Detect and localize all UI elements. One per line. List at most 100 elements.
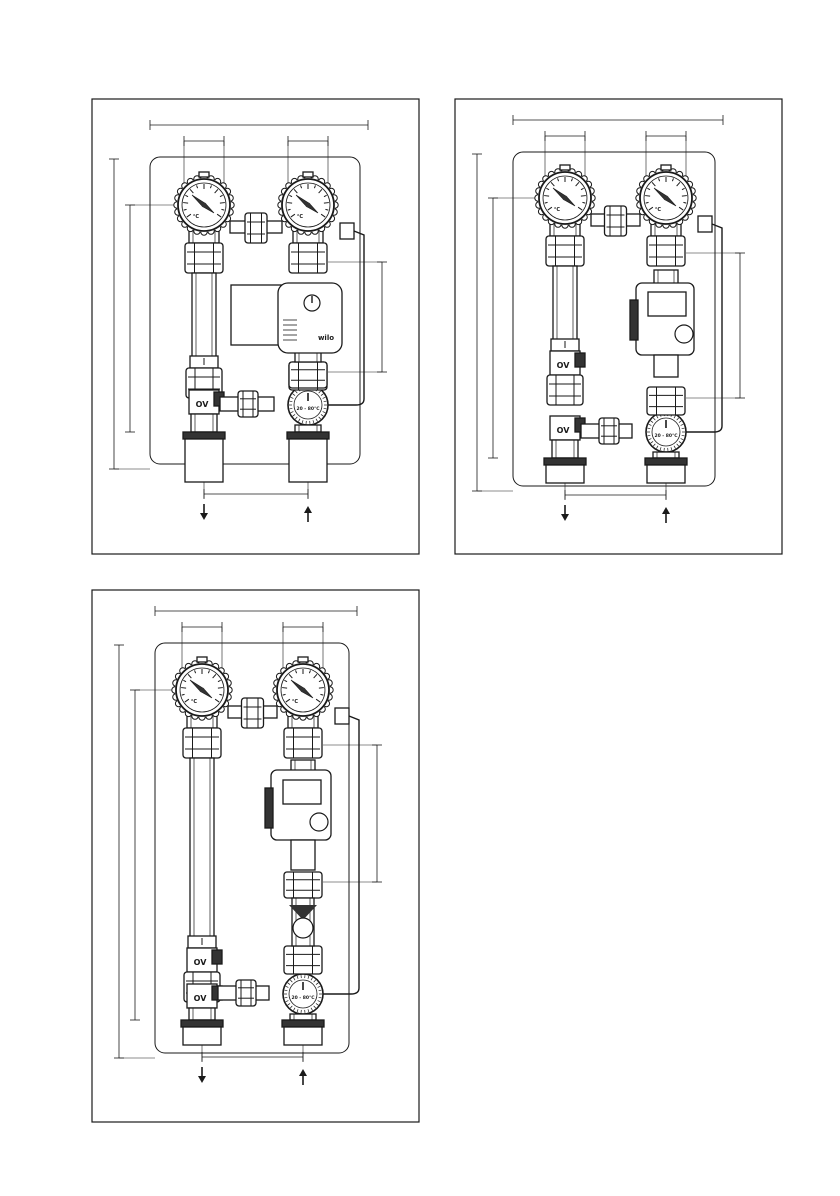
gauge-tick bbox=[183, 203, 188, 204]
sensor-fitting bbox=[335, 708, 349, 724]
union-body bbox=[242, 698, 264, 728]
pump-volute bbox=[654, 355, 678, 377]
end-cap-body bbox=[185, 439, 223, 482]
cross-union bbox=[245, 213, 267, 243]
ov-label: OV bbox=[194, 958, 208, 967]
left-outlet bbox=[181, 1020, 223, 1045]
left-upper-union bbox=[183, 728, 221, 758]
gauge-tick bbox=[220, 203, 225, 204]
left-pipe bbox=[190, 758, 214, 948]
right-outlet bbox=[282, 1020, 324, 1045]
end-cap-top bbox=[645, 458, 687, 465]
mixing-valve: 20 - 80°C bbox=[646, 412, 686, 452]
end-cap-body bbox=[647, 465, 685, 483]
gauge-tick bbox=[325, 209, 328, 210]
right-upper-union bbox=[284, 728, 322, 758]
mixer-scale-label: 20 - 80°C bbox=[654, 433, 678, 439]
panel-2-drawing: OV OV 20 - 80°C °C °C bbox=[472, 115, 745, 523]
dim-overall-height bbox=[114, 645, 124, 1058]
dim-overall-width bbox=[155, 606, 357, 616]
flow-arrow-out bbox=[561, 505, 569, 521]
right-upper-union bbox=[289, 243, 327, 273]
left-ov-valve: OV bbox=[189, 390, 224, 414]
left-ov-valve: OV bbox=[550, 416, 585, 440]
flow-arrow-in bbox=[662, 507, 670, 523]
gauge-unit-label: °C bbox=[292, 699, 299, 705]
ov-label: OV bbox=[194, 994, 208, 1003]
right-outlet bbox=[645, 458, 687, 483]
union-body bbox=[284, 728, 322, 758]
union-body bbox=[183, 728, 221, 758]
gauge-top-tab bbox=[298, 657, 308, 662]
gauge-tick bbox=[288, 209, 291, 210]
union-body bbox=[185, 243, 223, 273]
dim-connection-spacing bbox=[565, 490, 666, 500]
left-thermometer: °C bbox=[174, 172, 234, 235]
union-body bbox=[647, 236, 685, 266]
end-cap-top bbox=[287, 432, 329, 439]
dim-height-to-outlet bbox=[130, 690, 140, 1020]
cross-union bbox=[605, 206, 627, 236]
gauge-unit-label: °C bbox=[655, 207, 662, 213]
pump-control-knob bbox=[310, 813, 328, 831]
gauge-hub bbox=[301, 688, 306, 693]
dim-overall-height bbox=[109, 159, 119, 469]
gauge-tick bbox=[181, 688, 186, 689]
left-upper-union bbox=[546, 236, 584, 266]
end-cap-body bbox=[289, 439, 327, 482]
flow-arrow-in bbox=[304, 506, 312, 522]
gauge-tick bbox=[287, 203, 292, 204]
mixer-scale-label: 20 - 80°C bbox=[291, 995, 315, 1001]
gauge-tick bbox=[182, 694, 185, 695]
valve-upper-union bbox=[284, 872, 322, 898]
dim-pump-height bbox=[372, 745, 382, 882]
flow-arrow-in bbox=[299, 1069, 307, 1085]
union-body bbox=[546, 236, 584, 266]
gauge-top-tab bbox=[560, 165, 570, 170]
mixing-valve: 20 - 80°C bbox=[288, 385, 328, 425]
gauge-unit-label: °C bbox=[554, 207, 561, 213]
gauge-tick bbox=[184, 209, 187, 210]
pump-brand-label: wilo bbox=[318, 334, 334, 342]
right-thermometer: °C bbox=[273, 657, 333, 720]
mixing-valve: 20 - 80°C bbox=[283, 974, 323, 1014]
sensor-capillary bbox=[323, 716, 359, 994]
mixer-scale-label: 20 - 80°C bbox=[296, 406, 320, 412]
gauge-tick bbox=[218, 688, 223, 689]
bypass-union bbox=[236, 980, 256, 1006]
dim-right-gauge-width bbox=[646, 131, 686, 141]
union-body bbox=[284, 872, 322, 898]
arrow-head bbox=[561, 514, 569, 521]
pump-side-plug bbox=[265, 788, 273, 828]
ov-valve-lever bbox=[575, 353, 585, 367]
gauge-tick bbox=[545, 202, 548, 203]
frame-panel-3 bbox=[92, 590, 419, 1122]
pump-volute bbox=[291, 840, 315, 870]
ov-label: OV bbox=[557, 426, 571, 435]
bypass-union bbox=[599, 418, 619, 444]
gauge-tick bbox=[646, 202, 649, 203]
gauge-hub bbox=[306, 203, 311, 208]
pipe-body bbox=[553, 266, 577, 351]
left-tee-body bbox=[552, 440, 578, 458]
arrow-head bbox=[662, 507, 670, 514]
dim-overall-height bbox=[472, 154, 482, 491]
right-lower-body bbox=[290, 1014, 316, 1020]
cross-union bbox=[242, 698, 264, 728]
left-ov-valve: OV bbox=[187, 984, 222, 1008]
arrow-head bbox=[299, 1069, 307, 1076]
gauge-tick bbox=[319, 688, 324, 689]
arrow-head bbox=[200, 513, 208, 520]
gauge-top-tab bbox=[661, 165, 671, 170]
union-body bbox=[238, 391, 258, 417]
gauge-tick bbox=[221, 209, 224, 210]
dim-connection-spacing bbox=[204, 489, 308, 499]
gauge-tick bbox=[282, 688, 287, 689]
pipe-body bbox=[192, 273, 216, 368]
ov-label: OV bbox=[557, 361, 571, 370]
dim-pump-height bbox=[735, 253, 745, 398]
dim-right-gauge-width bbox=[283, 622, 323, 632]
left-outlet bbox=[183, 432, 225, 482]
pump-control-knob bbox=[675, 325, 693, 343]
